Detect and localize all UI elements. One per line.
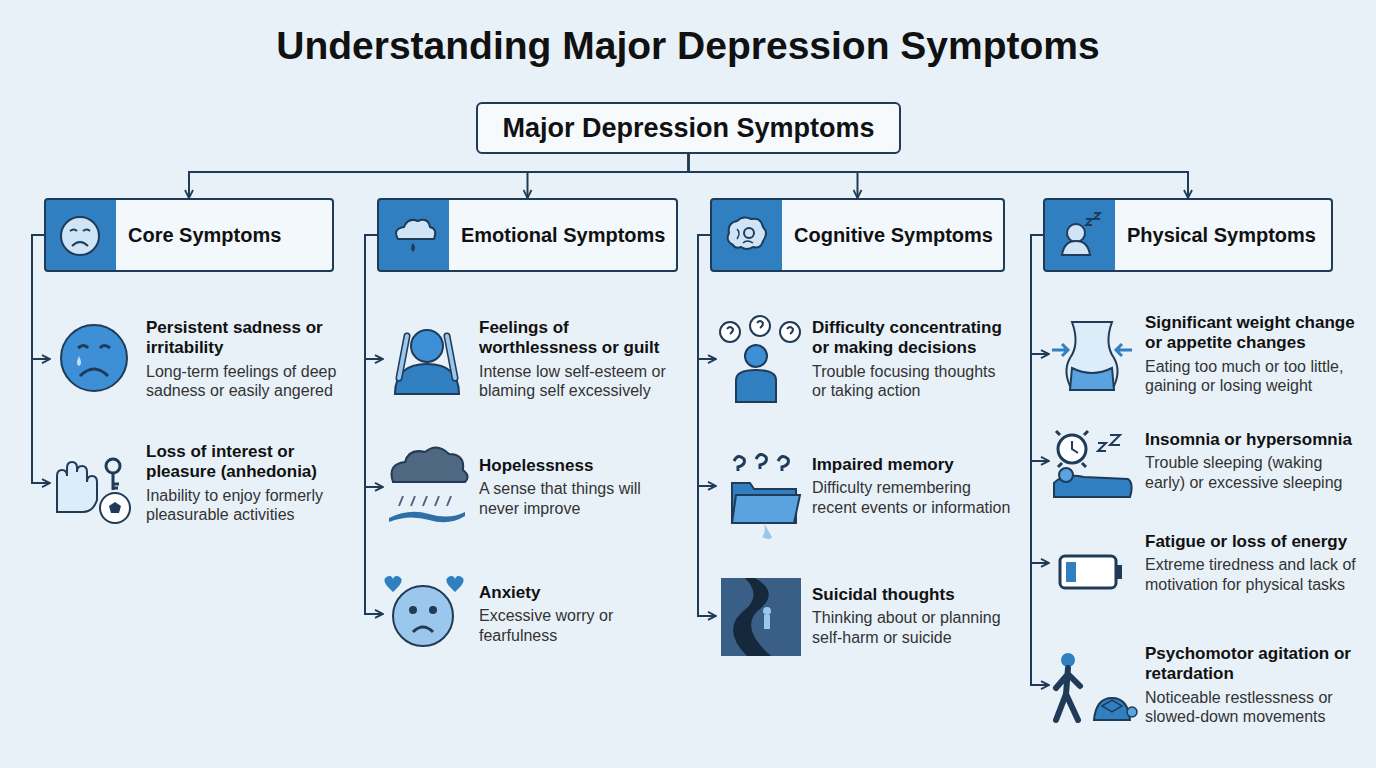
symptom-item: Fatigue or loss of energyExtreme tiredne… xyxy=(1049,532,1360,594)
symptom-heading: Difficulty concentrating or making decis… xyxy=(812,318,1012,359)
symptom-item: Difficulty concentrating or making decis… xyxy=(716,318,1012,400)
root-label: Major Depression Symptoms xyxy=(502,113,874,144)
category-label: Cognitive Symptoms xyxy=(794,224,993,247)
symptom-heading: Psychomotor agitation or retardation xyxy=(1145,644,1360,685)
symptom-heading: Suicidal thoughts xyxy=(812,585,1012,605)
symptom-description: Noticeable restlessness or slowed-down m… xyxy=(1145,688,1360,726)
symptom-heading: Loss of interest or pleasure (anhedonia) xyxy=(146,442,346,483)
connector-arrow xyxy=(365,235,383,614)
category-label: Core Symptoms xyxy=(128,224,281,247)
symptom-heading: Insomnia or hypersomnia xyxy=(1145,430,1360,450)
symptom-description: Trouble sleeping (waking early) or exces… xyxy=(1145,453,1360,491)
symptom-item: Persistent sadness or irritabilityLong-t… xyxy=(50,318,346,400)
category-box: Emotional Symptoms xyxy=(377,198,678,272)
symptom-heading: Persistent sadness or irritability xyxy=(146,318,346,359)
connector-arrow xyxy=(189,154,689,198)
sad-face-header-icon xyxy=(55,211,105,261)
category-box: Cognitive Symptoms xyxy=(710,198,1005,272)
symptom-item: Insomnia or hypersomniaTrouble sleeping … xyxy=(1049,430,1360,492)
dark-road-icon xyxy=(721,578,801,656)
symptom-item: Impaired memoryDifficulty remembering re… xyxy=(716,455,1012,517)
symptom-heading: Hopelessness xyxy=(479,456,681,476)
connector-arrow xyxy=(365,235,383,487)
symptom-heading: Impaired memory xyxy=(812,455,1012,475)
symptom-heading: Fatigue or loss of energy xyxy=(1145,532,1360,552)
symptom-description: Thinking about or planning self-harm or … xyxy=(812,608,1012,646)
walker-turtle-icon xyxy=(1056,653,1137,720)
symptom-description: Long-term feelings of deep sadness or ea… xyxy=(146,362,346,400)
category-label: Emotional Symptoms xyxy=(461,224,665,247)
symptom-description: Trouble focusing thoughts or taking acti… xyxy=(812,362,1012,400)
head-in-hands-icon xyxy=(395,330,459,394)
connector-arrow xyxy=(1031,235,1049,563)
symptom-item: Loss of interest or pleasure (anhedonia)… xyxy=(50,442,346,524)
symptom-item: Significant weight change or appetite ch… xyxy=(1049,313,1360,395)
symptom-description: Extreme tiredness and lack of motivation… xyxy=(1145,555,1360,593)
connector-arrow xyxy=(32,235,50,483)
symptom-description: Inability to enjoy formerly pleasurable … xyxy=(146,486,346,524)
anxious-face-icon xyxy=(384,576,463,646)
diagram-title: Understanding Major Depression Symptoms xyxy=(0,24,1376,68)
symptom-item: Feelings of worthlessness or guiltIntens… xyxy=(383,318,681,400)
confused-person-icon xyxy=(720,316,800,402)
symptom-item: Hopelessness A sense that things will nev… xyxy=(383,456,681,518)
battery-icon xyxy=(1060,556,1122,588)
symptom-item: Psychomotor agitation or retardationNoti… xyxy=(1049,644,1360,726)
symptom-description: Eating too much or too little, gaining o… xyxy=(1145,357,1360,395)
cloud-header-icon xyxy=(388,211,438,261)
connector-arrow xyxy=(698,235,716,486)
category-label: Physical Symptoms xyxy=(1127,224,1316,247)
connector-arrow xyxy=(698,235,716,616)
sleeper-header-icon xyxy=(1054,211,1104,261)
symptom-description: Difficulty remembering recent events or … xyxy=(812,478,1012,516)
folder-icon xyxy=(732,454,800,539)
connector-arrow xyxy=(689,154,858,198)
symptom-description: Excessive worry or fearfulness xyxy=(479,606,681,644)
sad-face-icon xyxy=(61,325,127,391)
symptom-heading: Significant weight change or appetite ch… xyxy=(1145,313,1360,354)
waist-icon xyxy=(1052,322,1132,390)
category-box: Physical Symptoms xyxy=(1043,198,1333,272)
connector-arrow xyxy=(689,154,1189,198)
symptom-item: AnxietyExcessive worry or fearfulness xyxy=(383,583,681,645)
root-box: Major Depression Symptoms xyxy=(476,102,901,154)
symptom-heading: Feelings of worthlessness or guilt xyxy=(479,318,681,359)
symptom-description: Intense low self-esteem or blaming self … xyxy=(479,362,681,400)
symptom-description: A sense that things will never improve xyxy=(479,479,681,517)
brain-header-icon xyxy=(721,211,771,261)
category-box: Core Symptoms xyxy=(44,198,334,272)
connector-arrow xyxy=(1031,235,1049,685)
storm-cloud-icon xyxy=(389,447,468,522)
symptom-item: Suicidal thoughtsThinking about or plann… xyxy=(716,585,1012,647)
connector-arrow xyxy=(528,154,689,198)
anhedonia-icon xyxy=(57,459,130,523)
sleep-icon xyxy=(1054,431,1132,497)
symptom-heading: Anxiety xyxy=(479,583,681,603)
